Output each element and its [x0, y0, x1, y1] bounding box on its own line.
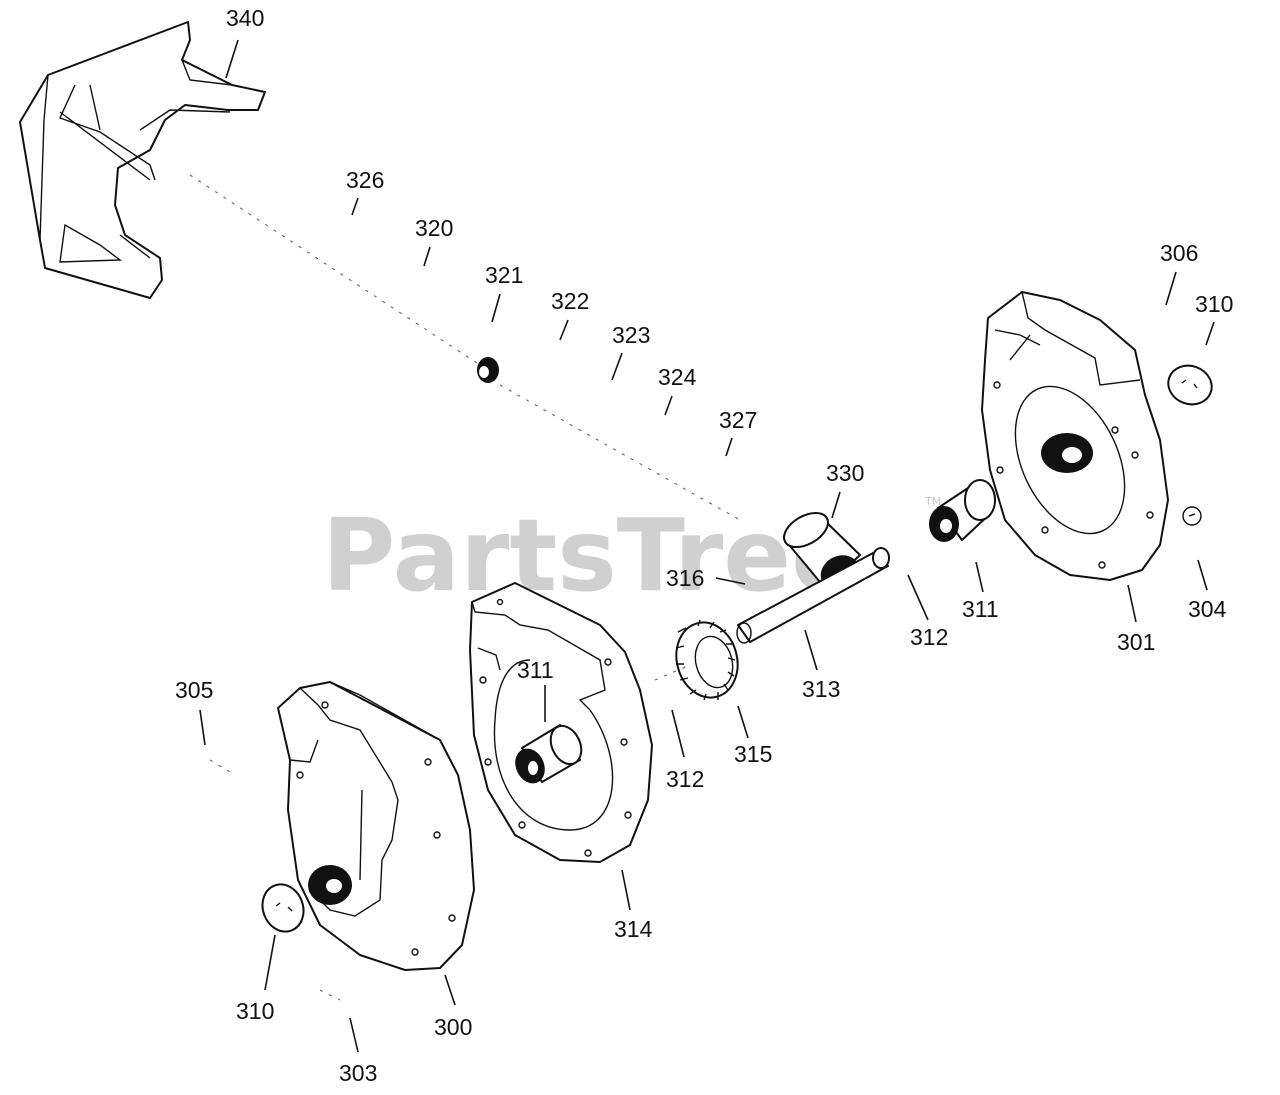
label-300: 300	[434, 1014, 472, 1040]
label-330: 330	[826, 460, 864, 486]
gasket-plate-part	[469, 582, 653, 863]
label-306: 306	[1160, 240, 1198, 266]
watermark-text: PartsTree	[322, 497, 859, 614]
label-322: 322	[551, 288, 589, 314]
label-305: 305	[175, 677, 213, 703]
clip-part	[477, 357, 499, 383]
label-311-right: 311	[962, 596, 999, 622]
label-324: 324	[658, 364, 697, 390]
label-310-right: 310	[1195, 291, 1233, 317]
label-323: 323	[612, 322, 650, 348]
label-320: 320	[415, 215, 453, 241]
label-301: 301	[1117, 629, 1155, 655]
label-315: 315	[734, 741, 772, 767]
watermark-trademark: TM	[924, 495, 941, 508]
label-326: 326	[346, 167, 384, 193]
cap-right-part	[1167, 364, 1213, 406]
leader-lines	[199, 39, 1215, 1053]
part-labels: 340 326 320 321 322 323 324 327 330 316 …	[175, 5, 1233, 1086]
label-321: 321	[485, 262, 523, 288]
chute-bracket-part	[19, 21, 266, 299]
label-304: 304	[1188, 596, 1227, 622]
label-312-right: 312	[910, 624, 948, 650]
left-housing-part	[277, 681, 475, 971]
label-316: 316	[666, 565, 704, 591]
label-310-left: 310	[236, 998, 274, 1024]
label-327: 327	[719, 407, 757, 433]
assembly-axis-lines	[189, 174, 741, 1001]
right-housing-part	[981, 291, 1169, 581]
label-313: 313	[802, 676, 840, 702]
label-314: 314	[614, 916, 653, 942]
gear-part	[675, 619, 739, 701]
bushing-left-part	[515, 724, 583, 784]
cap-left-part	[261, 883, 305, 933]
label-303: 303	[339, 1060, 377, 1086]
label-312-left: 312	[666, 766, 704, 792]
label-340: 340	[226, 5, 264, 31]
washer-part	[1182, 506, 1202, 526]
label-311-left: 311	[517, 657, 554, 683]
bushing-right-part	[929, 479, 996, 542]
shaft-part	[736, 547, 890, 644]
